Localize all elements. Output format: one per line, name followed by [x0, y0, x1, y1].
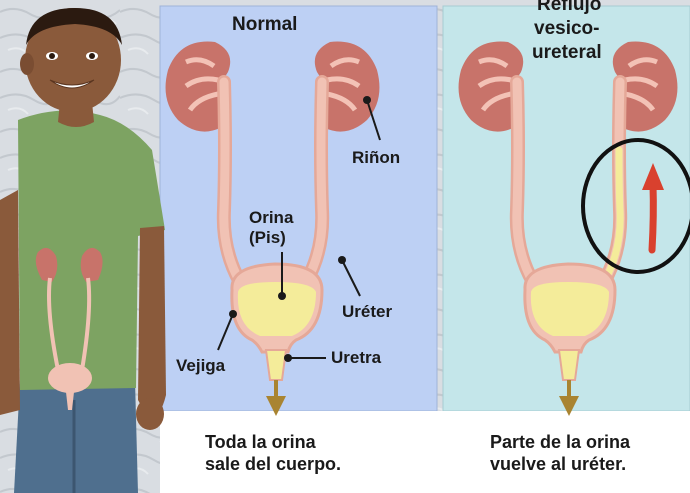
reflux-title-line2: vesico-	[534, 18, 599, 39]
urine-label-line2: (Pis)	[249, 228, 286, 247]
reflux-up-arrow	[652, 185, 653, 250]
normal-title: Normal	[232, 14, 297, 35]
ureter-label: Uréter	[342, 302, 392, 321]
reflux-title-line1: Reflujo	[537, 0, 601, 15]
kidney-label: Riñon	[352, 148, 400, 167]
normal-caption-line1: Toda la orina	[205, 432, 316, 452]
bladder-label: Vejiga	[176, 356, 225, 375]
urethra-label: Uretra	[331, 348, 381, 367]
normal-caption-line2: sale del cuerpo.	[205, 454, 341, 474]
reflux-caption-line2: vuelve al uréter.	[490, 454, 626, 474]
reflux-title-line3: ureteral	[532, 42, 602, 63]
reflux-caption-line1: Parte de la orina	[490, 432, 630, 452]
urine-label-line1: Orina	[249, 208, 293, 227]
